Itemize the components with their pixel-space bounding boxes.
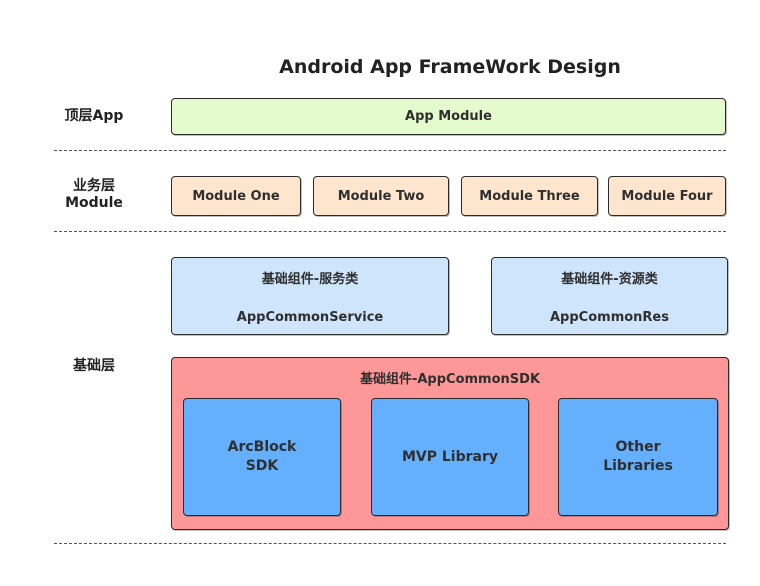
module-box: Module Four (608, 176, 726, 216)
separator-1 (54, 150, 726, 151)
module-label: Module One (192, 188, 280, 204)
module-box: Module Three (461, 176, 598, 216)
module-label: Module Three (479, 188, 580, 204)
module-label: Module Four (621, 188, 713, 204)
service-component-box: 基础组件-服务类 AppCommonService (171, 257, 449, 335)
library-label-line2: SDK (245, 458, 279, 474)
layer-label-top: 顶层App (64, 108, 124, 124)
service-name: AppCommonService (236, 310, 384, 325)
layer-label-business-line2: Module (65, 195, 123, 211)
resource-category: 基础组件-资源类 (561, 272, 658, 287)
service-category: 基础组件-服务类 (261, 272, 359, 287)
library-label-line1: ArcBlock (227, 439, 297, 455)
layer-label-base: 基础层 (73, 358, 115, 374)
separator-3 (54, 543, 726, 544)
diagram-title: Android App FrameWork Design (279, 56, 621, 78)
library-box: ArcBlock SDK (183, 398, 341, 516)
library-label-line2: Libraries (603, 458, 673, 474)
layer-label-business: 业务层 Module (50, 178, 138, 212)
app-module-label: App Module (405, 109, 492, 124)
module-box: Module One (171, 176, 301, 216)
layer-label-business-line1: 业务层 (73, 178, 115, 194)
resource-name: AppCommonRes (550, 310, 669, 325)
library-label-line1: Other (615, 439, 661, 455)
library-label-line1: MVP Library (401, 448, 499, 465)
app-module-box: App Module (171, 98, 726, 135)
module-box: Module Two (313, 176, 449, 216)
resource-component-box: 基础组件-资源类 AppCommonRes (491, 257, 728, 335)
separator-2 (54, 231, 726, 232)
library-box: MVP Library (371, 398, 529, 516)
module-label: Module Two (337, 188, 425, 204)
sdk-title: 基础组件-AppCommonSDK (359, 372, 541, 387)
library-box: Other Libraries (558, 398, 718, 516)
